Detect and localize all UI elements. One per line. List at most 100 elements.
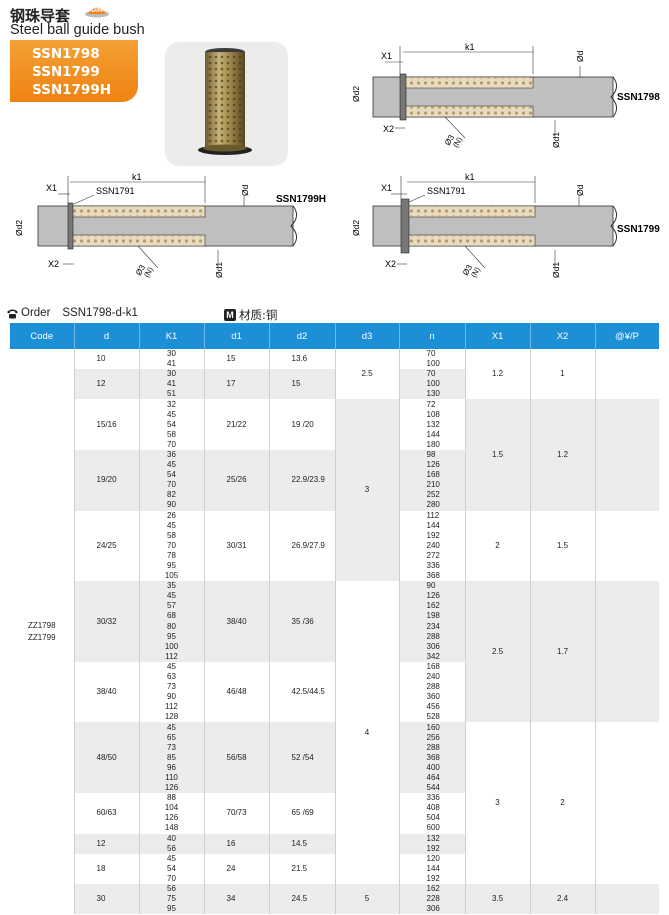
x1-label: X1 <box>381 183 392 193</box>
k1-label: k1 <box>132 172 142 182</box>
k1-cell: 100 <box>139 641 205 652</box>
x1-cell: 2.5 <box>465 581 531 723</box>
n-cell: 132 <box>399 833 466 844</box>
d2-cell: 42.5/44.5 <box>269 661 336 723</box>
x2-label: X2 <box>385 259 396 269</box>
d2-cell: 15 <box>269 369 336 400</box>
d2-cell: 21.5 <box>269 853 336 884</box>
n-cell: 272 <box>399 550 466 561</box>
x2-label: X2 <box>48 259 59 269</box>
k1-cell: 45 <box>139 460 205 471</box>
x2-cell: 1.5 <box>530 510 596 582</box>
k1-cell: 70 <box>139 480 205 491</box>
k1-cell: 32 <box>139 399 205 410</box>
x1-cell: 1.5 <box>465 399 531 511</box>
din-badge-icon: DIN <box>85 7 109 18</box>
model-tag: SSN1798 SSN1799 SSN1799H <box>10 40 138 102</box>
n-cell: 288 <box>399 631 466 642</box>
n-cell: 100 <box>399 379 466 390</box>
d3-cell: 4 <box>335 581 400 884</box>
k1-cell: 128 <box>139 712 205 723</box>
k1-cell: 65 <box>139 732 205 743</box>
k1-cell: 57 <box>139 601 205 612</box>
col-n: n <box>399 323 466 349</box>
d2-label: Ød2 <box>351 86 361 102</box>
order-code: SSN1798-d-k1 <box>62 307 138 319</box>
x1-label: X1 <box>46 183 57 193</box>
k1-cell: 95 <box>139 560 205 572</box>
n-cell: 72 <box>399 399 466 410</box>
d-cell: 48/50 <box>74 722 140 794</box>
k1-label: k1 <box>465 172 475 182</box>
n-cell: 528 <box>399 712 466 723</box>
n-cell: 280 <box>399 500 466 511</box>
d3-cell: 3 <box>335 399 400 582</box>
k1-cell: 126 <box>139 783 205 794</box>
table-header: Code d K1 d1 d2 d3 n X1 X2 @¥/P <box>10 323 659 349</box>
n-cell: 70 <box>399 369 466 380</box>
k1-cell: 110 <box>139 772 205 784</box>
d1-cell: 25/26 <box>204 449 270 511</box>
k1-cell: 30 <box>139 349 205 360</box>
k1-cell: 70 <box>139 873 205 884</box>
k1-cell: 30 <box>139 369 205 380</box>
x1-cell: 1.2 <box>465 349 531 400</box>
n-cell: 108 <box>399 409 466 420</box>
k1-cell: 75 <box>139 894 205 905</box>
d1-cell: 16 <box>204 833 270 854</box>
code-cell: ZZ1798 ZZ1799 <box>10 349 75 915</box>
product-photo <box>165 42 288 166</box>
d1-cell: 38/40 <box>204 581 270 662</box>
x2-cell: 1 <box>530 349 596 400</box>
d2-cell: 65 /69 <box>269 793 336 834</box>
d3-cell: 5 <box>335 883 400 915</box>
diagram-ssn1799: k1 X1 SSN1791 X2 Ød2 Ød Ød1 Ø3 (N) SSN17… <box>351 172 660 279</box>
d2-cell: 14.5 <box>269 833 336 854</box>
n-cell: 240 <box>399 540 466 551</box>
k1-cell: 45 <box>139 722 205 733</box>
material: M 材质:铜 <box>224 307 277 323</box>
x2-cell: 1.2 <box>530 399 596 511</box>
n-cell: 112 <box>399 510 466 521</box>
k1-cell: 58 <box>139 530 205 541</box>
k1-label: k1 <box>465 42 475 52</box>
d-cell: 12 <box>74 369 140 400</box>
n-cell: 144 <box>399 429 466 440</box>
x1-cell: 3.5 <box>465 883 531 915</box>
k1-cell: 58 <box>139 429 205 440</box>
order-line: Order SSN1798-d-k1 <box>6 307 138 319</box>
k1-cell: 56 <box>139 883 205 895</box>
k1-cell: 45 <box>139 661 205 672</box>
d1-cell: 21/22 <box>204 399 270 450</box>
n-cell: 306 <box>399 904 466 915</box>
k1-cell: 78 <box>139 550 205 561</box>
n-cell: 192 <box>399 843 466 854</box>
d-cell: 30/32 <box>74 581 140 662</box>
d-label: Ød <box>575 184 585 196</box>
n-cell: 168 <box>399 470 466 481</box>
x2-cell: 1.7 <box>530 581 596 723</box>
n-cell: 180 <box>399 439 466 450</box>
x1-cell: 3 <box>465 722 531 884</box>
d3-cell: 2.5 <box>335 349 400 400</box>
d-cell: 15/16 <box>74 399 140 450</box>
